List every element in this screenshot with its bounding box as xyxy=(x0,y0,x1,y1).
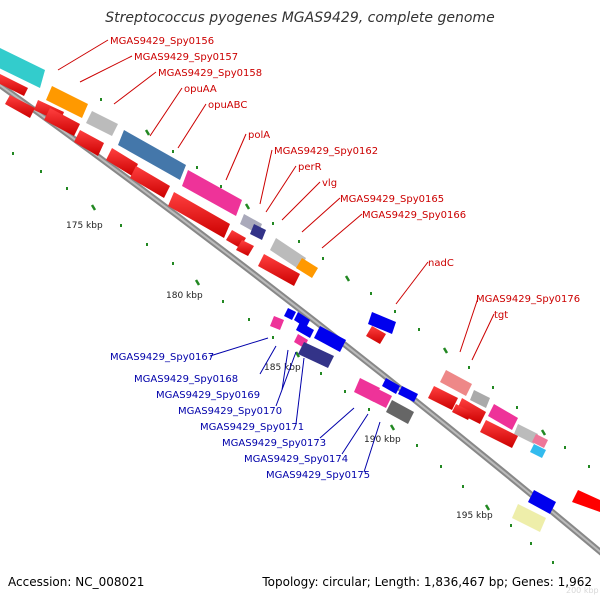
minor-dots xyxy=(12,98,590,564)
gene-feature-orange2 xyxy=(296,258,318,278)
gene-label-tgt[interactable]: tgt xyxy=(494,310,508,321)
gene-feature-blue3 xyxy=(528,490,556,514)
upper-cds xyxy=(0,74,386,344)
gene-label-spy0167[interactable]: MGAS9429_Spy0167 xyxy=(110,352,214,363)
topology-text: Topology: circular; Length: 1,836,467 bp… xyxy=(261,575,592,589)
gene-feature-pink xyxy=(440,370,472,396)
gene-label-nadc[interactable]: nadC xyxy=(428,258,454,269)
gene-feature-cyan xyxy=(0,48,45,88)
gene-feature-yellow xyxy=(512,504,546,532)
gene-label-spy0175[interactable]: MGAS9429_Spy0175 xyxy=(266,470,370,481)
gene-feature-magenta xyxy=(182,170,242,216)
gene-feature-grey xyxy=(86,111,118,136)
tick-label-175: 175 kbp xyxy=(66,221,103,231)
gene-label-pola[interactable]: polA xyxy=(248,130,270,141)
lower-labels: MGAS9429_Spy0167 MGAS9429_Spy0168 MGAS94… xyxy=(110,352,370,481)
gene-label-spy0170[interactable]: MGAS9429_Spy0170 xyxy=(178,406,282,417)
gene-label-opuabc[interactable]: opuABC xyxy=(208,100,247,111)
gene-label-spy0157[interactable]: MGAS9429_Spy0157 xyxy=(134,52,238,63)
gene-label-spy0171[interactable]: MGAS9429_Spy0171 xyxy=(200,422,304,433)
lower-genes xyxy=(270,308,418,424)
right-cds xyxy=(428,386,518,448)
lower-leaders xyxy=(209,337,381,473)
gene-label-spy0162[interactable]: MGAS9429_Spy0162 xyxy=(274,146,378,157)
gene-feature-grey3 xyxy=(470,390,490,408)
gene-feature-grey2 xyxy=(270,238,306,270)
upper-leaders xyxy=(57,39,495,361)
gene-feature-pink2 xyxy=(532,434,548,448)
gene-feature-magenta2 xyxy=(488,404,518,430)
gene-label-spy0169[interactable]: MGAS9429_Spy0169 xyxy=(156,390,260,401)
gene-label-spy0158[interactable]: MGAS9429_Spy0158 xyxy=(158,68,262,79)
tick-label-180: 180 kbp xyxy=(166,291,203,301)
upper-genes xyxy=(0,48,318,278)
gene-label-spy0176[interactable]: MGAS9429_Spy0176 xyxy=(476,294,580,305)
tick-label-190: 190 kbp xyxy=(364,435,401,445)
gene-feature-grey4 xyxy=(514,424,538,444)
tick-label-195: 195 kbp xyxy=(456,511,493,521)
gene-label-spy0173[interactable]: MGAS9429_Spy0173 xyxy=(222,438,326,449)
gene-feature-orange xyxy=(46,86,88,118)
upper-labels: MGAS9429_Spy0156 MGAS9429_Spy0157 MGAS94… xyxy=(110,36,580,321)
gene-label-perr[interactable]: perR xyxy=(298,162,322,173)
gene-label-spy0165[interactable]: MGAS9429_Spy0165 xyxy=(340,194,444,205)
gene-label-vlg[interactable]: vlg xyxy=(322,178,337,189)
accession-text: Accession: NC_008021 xyxy=(8,575,144,589)
tick-label-185: 185 kbp xyxy=(264,363,301,373)
gene-feature-blue xyxy=(118,130,186,180)
tick-marks xyxy=(90,129,547,511)
gene-label-spy0166[interactable]: MGAS9429_Spy0166 xyxy=(362,210,466,221)
map-title: Streptococcus pyogenes MGAS9429, complet… xyxy=(105,10,494,26)
right-genes xyxy=(368,312,600,532)
gene-feature-cyan2 xyxy=(530,444,546,458)
gene-label-spy0174[interactable]: MGAS9429_Spy0174 xyxy=(244,454,348,465)
gene-feature-navy xyxy=(250,224,266,240)
gene-label-spy0156[interactable]: MGAS9429_Spy0156 xyxy=(110,36,214,47)
watermark-text: 200 kbp xyxy=(566,586,599,595)
gene-label-spy0168[interactable]: MGAS9429_Spy0168 xyxy=(134,374,238,385)
gene-feature-blue2 xyxy=(368,312,396,334)
gene-label-opuaa[interactable]: opuAA xyxy=(184,84,217,95)
gene-feature-red-edge xyxy=(572,490,600,512)
